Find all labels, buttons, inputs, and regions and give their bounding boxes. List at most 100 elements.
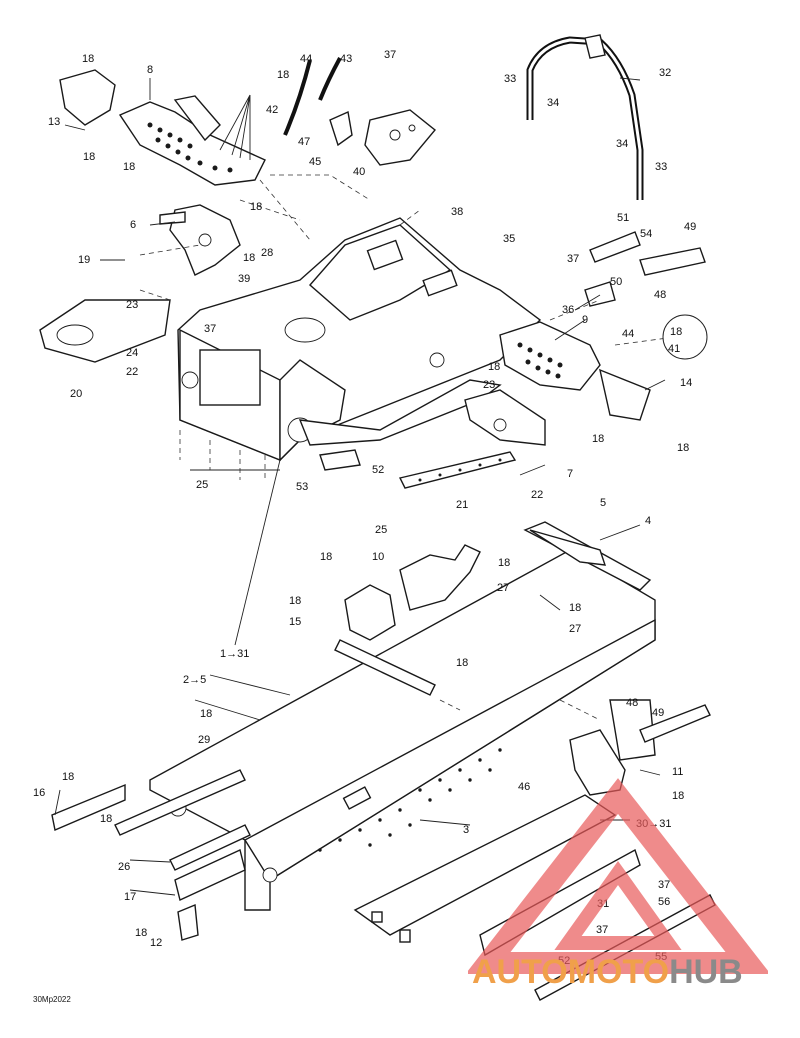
cable-set — [283, 57, 353, 147]
catalog-code: 30Mp2022 — [33, 995, 71, 1004]
callout-label: 34 — [616, 138, 628, 150]
callout-label: 13 — [48, 116, 60, 128]
callout-label: 50 — [610, 276, 622, 288]
watermark-triangle-icon — [468, 778, 768, 974]
callout-label: 49 — [684, 221, 696, 233]
callout-label: 24 — [126, 347, 138, 359]
callout-label: 5 — [600, 497, 606, 509]
callout-label: 46 — [518, 781, 530, 793]
bumper-pad-20 — [39, 299, 171, 363]
callout-label: 18 — [62, 771, 74, 783]
callout-label: 18 — [488, 361, 500, 373]
rail-21 — [398, 451, 517, 489]
callout-label: 25 — [375, 524, 387, 536]
detail-callout-circle — [662, 314, 708, 360]
callout-label: 52 — [372, 464, 384, 476]
callout-label: 37 — [567, 253, 579, 265]
strip-15 — [334, 639, 436, 696]
steering-column-support-32 — [526, 34, 644, 200]
callout-label: 4 — [645, 515, 651, 527]
callout-label: 18 — [100, 813, 112, 825]
callout-label: 37 — [204, 323, 216, 335]
callout-label: 18 — [200, 708, 212, 720]
callout-label: 49 — [652, 707, 664, 719]
callout-label: 23 — [483, 379, 495, 391]
callout-label: 56 — [658, 896, 670, 908]
callout-label: 18 — [83, 151, 95, 163]
callout-label: 36 — [562, 304, 574, 316]
bracket-7 — [464, 389, 546, 446]
bracket-10 — [344, 544, 481, 641]
callout-label: 18 — [250, 201, 262, 213]
watermark-brand-primary: AUTOMOTO — [472, 953, 669, 988]
callout-label: 27 — [497, 582, 509, 594]
callout-label: 44 — [300, 53, 312, 65]
callout-label: 54 — [640, 228, 652, 240]
callout-label: 27 — [569, 623, 581, 635]
callout-label: 48 — [626, 697, 638, 709]
callout-label: 1→31 — [220, 648, 249, 660]
callout-label: 42 — [266, 104, 278, 116]
callout-label: 53 — [296, 481, 308, 493]
callout-label: 18 — [289, 595, 301, 607]
callout-label: 12 — [150, 937, 162, 949]
callout-label: 28 — [261, 247, 273, 259]
callout-label: 45 — [309, 156, 321, 168]
callout-label: 18 — [498, 557, 510, 569]
callout-label: 37 — [596, 924, 608, 936]
callout-label: 33 — [504, 73, 516, 85]
callout-label: 16 — [33, 787, 45, 799]
rear-tunnel — [149, 521, 656, 911]
mount-plate-40 — [364, 109, 436, 166]
callout-label: 34 — [547, 97, 559, 109]
callout-label: 39 — [238, 273, 250, 285]
front-chassis-frame — [177, 217, 542, 462]
callout-label: 2→5 — [183, 674, 206, 686]
callout-label: 48 — [654, 289, 666, 301]
callout-label: 18 — [670, 326, 682, 338]
leader-lines — [54, 77, 666, 896]
callout-label: 17 — [124, 891, 136, 903]
callout-label: 44 — [622, 328, 634, 340]
callout-label: 35 — [503, 233, 515, 245]
callout-label: 18 — [82, 53, 94, 65]
callout-label: 22 — [531, 489, 543, 501]
callout-label: 21 — [456, 499, 468, 511]
callout-label: 51 — [617, 212, 629, 224]
callout-label: 40 — [353, 166, 365, 178]
callout-label: 38 — [451, 206, 463, 218]
callout-label: 18 — [135, 927, 147, 939]
callout-label: 7 — [567, 468, 573, 480]
callout-label: 47 — [298, 136, 310, 148]
small-parts-right — [319, 231, 706, 471]
callout-label: 20 — [70, 388, 82, 400]
right-footrest-9 — [499, 321, 651, 421]
callout-label: 18 — [569, 602, 581, 614]
callout-label: 23 — [126, 299, 138, 311]
callout-label: 18 — [672, 790, 684, 802]
callout-label: 3 — [463, 824, 469, 836]
automotohub-watermark: AUTOMOTOHUB — [468, 778, 768, 988]
svg-text:AUTOMOTOHUB: AUTOMOTOHUB — [472, 953, 743, 988]
callout-label: 41 — [668, 343, 680, 355]
callout-label: 14 — [680, 377, 692, 389]
callout-label: 25 — [196, 479, 208, 491]
callout-label: 18 — [277, 69, 289, 81]
callout-label: 18 — [677, 442, 689, 454]
left-footrest-bracket — [59, 69, 266, 186]
callout-label: 22 — [126, 366, 138, 378]
callout-label: 18 — [123, 161, 135, 173]
callout-label: 32 — [659, 67, 671, 79]
callout-label: 18 — [243, 252, 255, 264]
callout-label: 37 — [384, 49, 396, 61]
callout-label: 26 — [118, 861, 130, 873]
watermark-brand-secondary: HUB — [669, 953, 743, 988]
callout-label: 18 — [592, 433, 604, 445]
bracket-11 — [569, 699, 711, 796]
callout-label: 15 — [289, 616, 301, 628]
lower-bracket-6 — [159, 204, 241, 276]
assembly-lines — [139, 174, 691, 721]
callout-label: 8 — [147, 64, 153, 76]
callout-label: 9 — [582, 314, 588, 326]
callout-label: 6 — [130, 219, 136, 231]
